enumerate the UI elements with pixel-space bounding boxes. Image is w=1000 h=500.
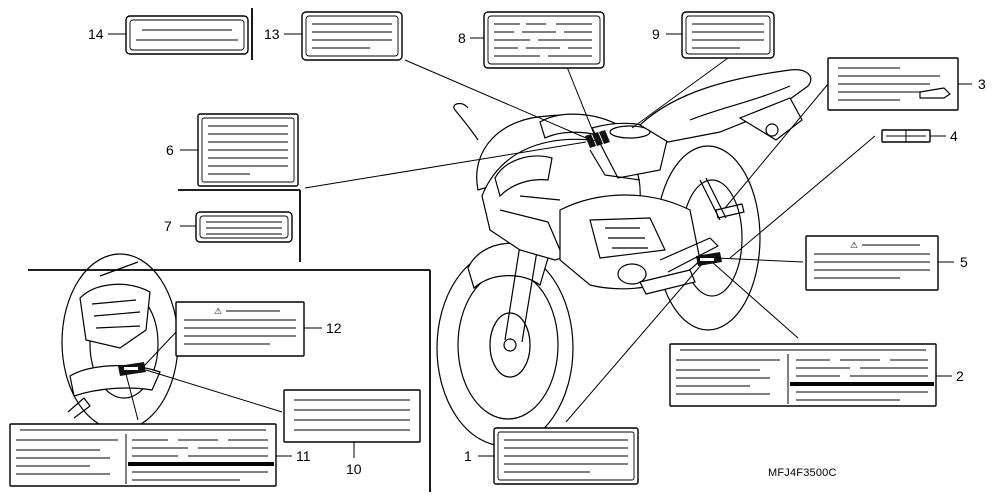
label-2: 2 — [669, 343, 964, 407]
label-12: ⚠ 12 — [175, 301, 342, 357]
label-14: 14 — [88, 15, 249, 55]
part-code: MFJ4F3500C — [768, 467, 837, 479]
label-4: 4 — [881, 128, 958, 144]
callout-4: 4 — [950, 128, 958, 144]
label-3: 3 — [827, 57, 986, 111]
callout-8: 8 — [458, 30, 466, 46]
callout-5: 5 — [960, 254, 968, 270]
callout-11: 11 — [296, 448, 311, 464]
callout-2: 2 — [956, 368, 964, 384]
callout-9: 9 — [652, 26, 660, 42]
label-6: 6 — [166, 113, 299, 187]
callout-13: 13 — [264, 26, 280, 42]
leader-lines — [125, 57, 876, 423]
warning-icon: ⚠ — [850, 241, 858, 251]
warning-icon: ⚠ — [214, 307, 222, 317]
callout-12: 12 — [326, 320, 342, 336]
label-10: 10 — [283, 389, 421, 477]
callout-1: 1 — [464, 448, 472, 464]
label-13: 13 — [264, 11, 403, 61]
label-11: 11 — [9, 423, 311, 487]
label-5: ⚠ 5 — [805, 235, 968, 291]
frame-lines — [28, 8, 431, 492]
wrench-icon — [919, 87, 951, 99]
label-9: 9 — [652, 11, 775, 59]
callout-10: 10 — [346, 461, 362, 477]
callout-3: 3 — [978, 76, 986, 92]
label-1: 1 — [464, 427, 639, 485]
label-7: 7 — [164, 211, 293, 243]
motorcycle-illustration — [436, 69, 812, 447]
callout-7: 7 — [164, 218, 172, 234]
label-8: 8 — [458, 11, 605, 69]
callout-6: 6 — [166, 142, 174, 158]
inset-rear-wheel-detail — [61, 253, 179, 431]
callout-14: 14 — [88, 26, 104, 42]
